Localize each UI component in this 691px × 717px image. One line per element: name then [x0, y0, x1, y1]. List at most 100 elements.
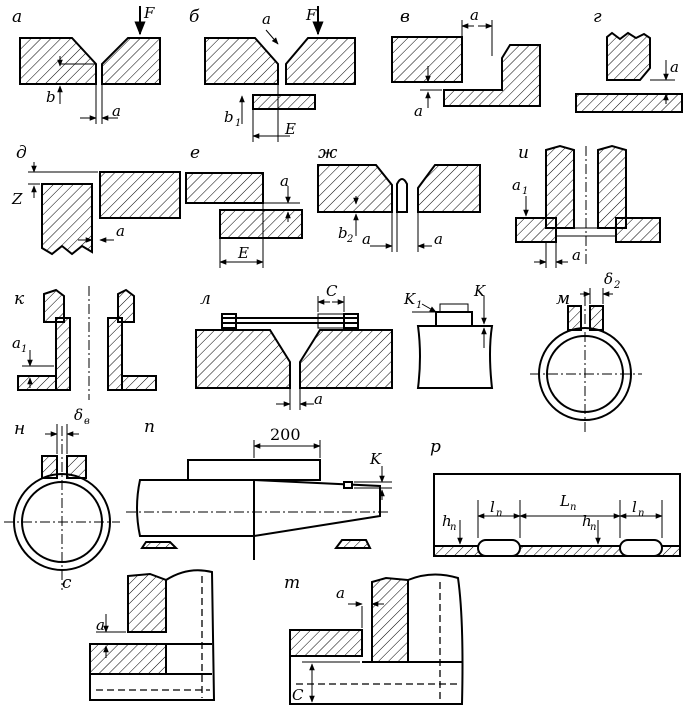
offset-label: Z	[11, 190, 23, 208]
clamp-left	[221, 313, 237, 329]
right-plate	[101, 37, 161, 85]
sleeve-right	[107, 317, 123, 391]
panel-label: м	[556, 289, 570, 309]
subscript: 2	[346, 234, 353, 245]
base-plate	[575, 93, 683, 113]
lower-plate	[219, 209, 303, 239]
upright-plate	[371, 576, 409, 663]
gap-label: a	[280, 172, 289, 190]
tack-weld	[477, 539, 521, 557]
gap-label: a	[112, 102, 121, 120]
branch-wall-left	[41, 455, 58, 479]
section-fragment	[334, 539, 372, 549]
gap-label: a	[96, 616, 105, 634]
wall-thickness-label: δ	[74, 406, 83, 424]
overlap-label: E	[284, 120, 296, 138]
plate-outline	[289, 573, 464, 705]
base-strip	[433, 545, 681, 557]
left-plate	[19, 37, 97, 85]
panel-n: н δ в	[4, 406, 120, 590]
sleeve-left	[55, 317, 71, 391]
vertical-plate	[41, 183, 93, 256]
gap-label: a	[512, 176, 521, 194]
cover-plate	[187, 459, 321, 481]
panel-label: п	[144, 417, 155, 437]
panel-s: с a	[62, 569, 216, 701]
gap-label: a	[670, 58, 679, 76]
wall-thickness-label: δ	[604, 270, 613, 288]
panel-i: и a 1 a	[512, 143, 661, 268]
gap-label: a	[362, 230, 371, 248]
left-plate	[317, 164, 393, 213]
panel-l: л C a K 1 K	[195, 282, 494, 410]
panel-label: р	[430, 437, 441, 457]
root-face-label: b	[224, 108, 234, 126]
panel-label: л	[200, 289, 211, 309]
gap-label: a	[572, 246, 581, 264]
gap-label: a	[12, 334, 21, 352]
tack-height-label: h	[582, 512, 592, 530]
panel-label: к	[14, 289, 25, 309]
left-plate	[391, 36, 463, 83]
edge-label: K	[473, 282, 486, 300]
tack-height-label: h	[442, 512, 452, 530]
force-label: F	[305, 6, 317, 24]
panel-t: т a C	[284, 573, 464, 705]
right-plate	[299, 329, 393, 389]
gap-label: a	[116, 222, 125, 240]
clamp-block	[435, 311, 473, 327]
panel-label: е	[190, 143, 200, 163]
panel-b: б F a E b 1	[189, 6, 356, 142]
branch-wall-right	[66, 455, 87, 479]
gap-label: a	[414, 102, 423, 120]
lower-plate-section	[89, 643, 167, 675]
edge-label: K	[403, 290, 416, 308]
step-detail	[343, 481, 353, 489]
clamp-right	[343, 313, 359, 329]
left-base	[17, 375, 57, 391]
subscript: в	[84, 416, 90, 427]
leader-line	[421, 303, 437, 313]
height-label: C	[292, 686, 304, 704]
gap-label: a	[262, 10, 271, 28]
right-base	[121, 375, 157, 391]
subscript: 1	[235, 118, 241, 129]
overlap-label: E	[237, 244, 249, 262]
subscript: п	[570, 502, 576, 513]
panel-e: е a E	[185, 143, 303, 268]
branch-wall-right	[589, 305, 604, 331]
backing-strip	[252, 94, 316, 110]
right-plate	[285, 37, 356, 85]
subscript: 1	[522, 186, 528, 197]
upright-plate	[127, 572, 167, 633]
beam-assembly	[136, 479, 381, 537]
panel-label: а	[12, 7, 22, 27]
panel-p: п 200 K	[126, 417, 392, 560]
plate-outline	[89, 569, 216, 701]
left-flange	[515, 217, 557, 243]
lower-plate-section	[289, 629, 363, 657]
subscript: 1	[416, 300, 422, 311]
panel-m: м δ 2	[530, 270, 642, 432]
panel-v: в a a	[391, 6, 541, 120]
panel-label: и	[518, 143, 529, 163]
panel-d: д Z a	[11, 143, 181, 256]
branch-wall-left	[567, 305, 582, 331]
panel-label: т	[284, 573, 300, 593]
right-pipe-wall	[597, 144, 627, 229]
panel-label: ж	[318, 143, 338, 163]
flanged-edge	[396, 178, 408, 213]
nut	[317, 313, 345, 329]
step-label: K	[369, 450, 382, 468]
clamp-size-label: C	[326, 282, 338, 300]
left-pipe-wall	[545, 144, 575, 229]
panel-label: в	[400, 7, 410, 27]
panel-r: р l п L п l п h п h п	[430, 437, 681, 557]
left-plate	[195, 329, 291, 389]
upper-plate	[185, 172, 264, 204]
panel-label: с	[62, 573, 72, 593]
length-label: 200	[270, 425, 301, 444]
subscript: п	[590, 522, 596, 533]
panel-label: д	[16, 143, 27, 163]
